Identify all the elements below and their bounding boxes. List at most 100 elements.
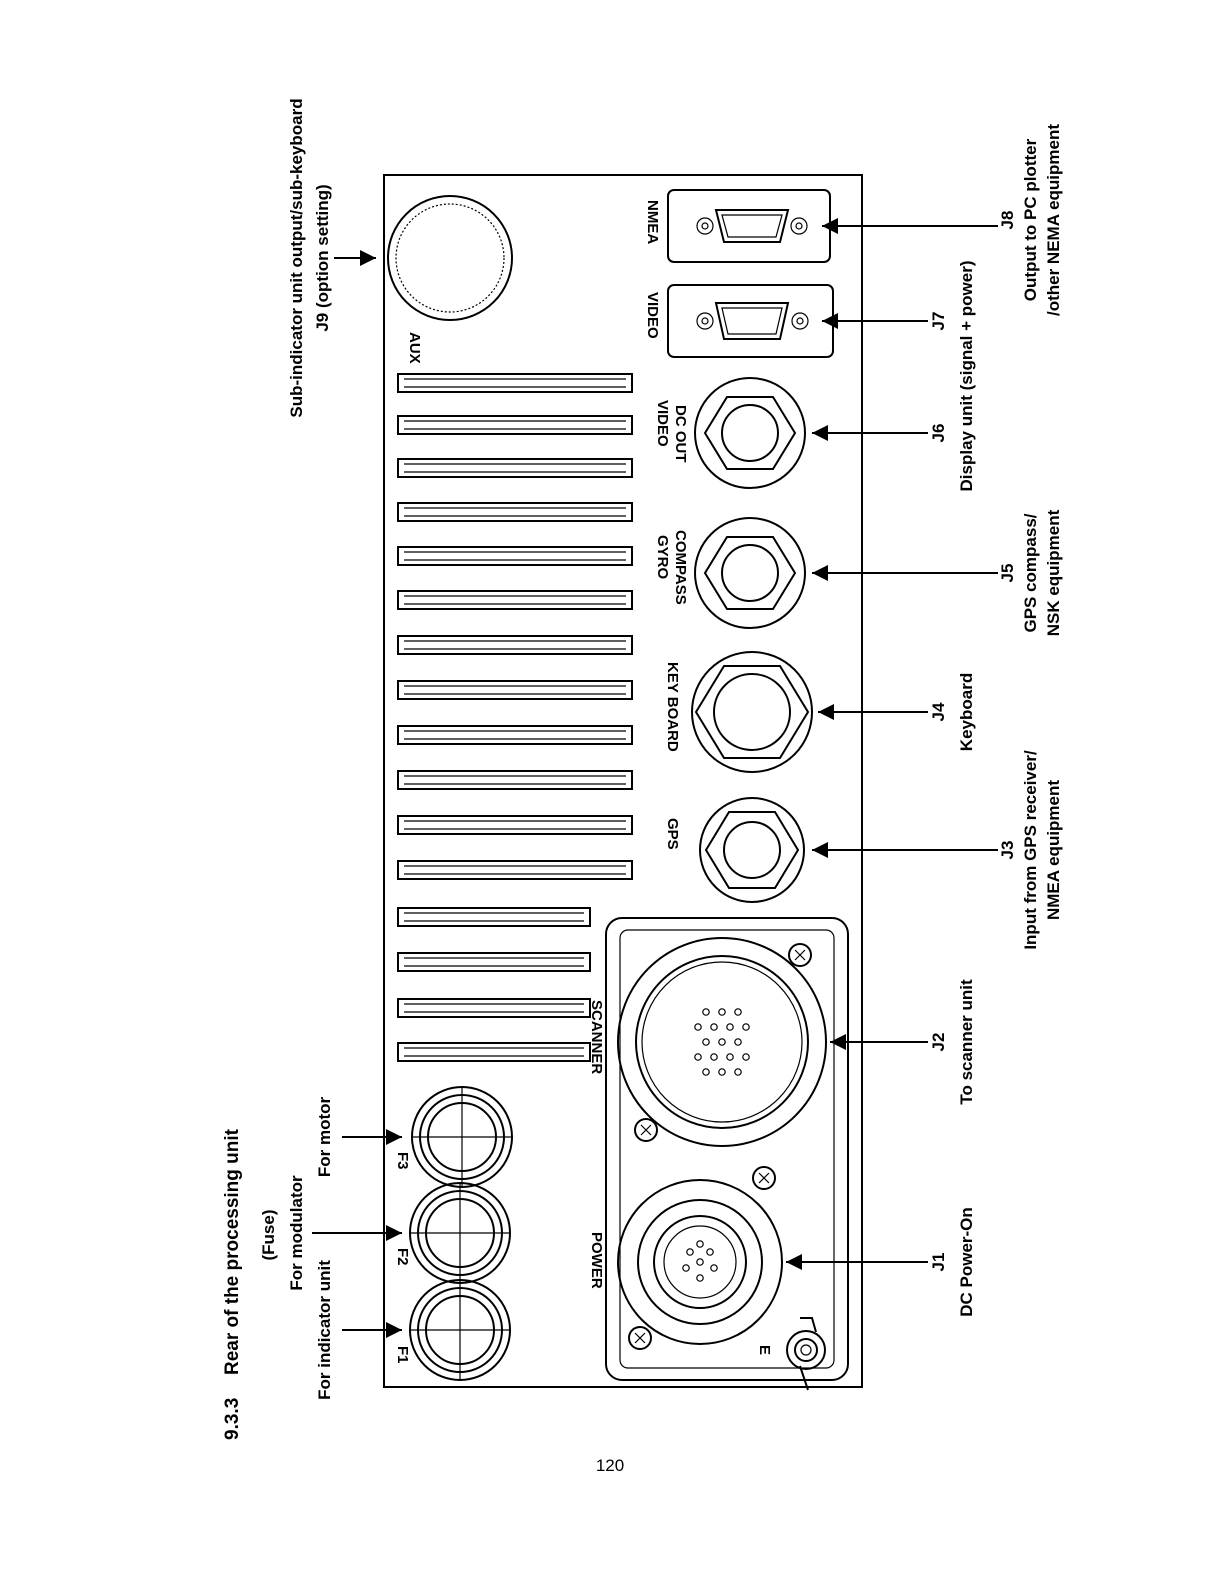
connector-pin [718,1068,726,1076]
scanner-connector [617,937,827,1147]
fuse-f1-label: F1 [394,1346,411,1364]
j1-desc: DC Power-On [957,1207,976,1317]
j5-desc-2: NSK equipment [1044,509,1063,636]
video-dc-out-label-1: VIDEO [654,400,671,447]
connector-pin [734,1008,742,1016]
connector-pin [702,1008,710,1016]
keyboard-connector [691,651,813,773]
video-connector [667,284,834,358]
gps-label: GPS [664,818,681,850]
j9-desc-1: Sub-indicator unit output/sub-keyboard [287,98,306,417]
vent-slot [397,815,633,835]
vent-slot [397,590,633,610]
fuse-f1-desc: For indicator unit [315,1260,334,1400]
earth-terminal [786,1317,826,1391]
connector-pin [742,1053,750,1061]
fuse-f3 [411,1086,513,1188]
vent-slot [397,952,591,972]
j9-desc-2: J9 (option setting) [313,184,332,331]
vent-slot [397,1042,591,1062]
j3-desc-2: NMEA equipment [1044,780,1063,920]
power-label: POWER [588,1232,605,1289]
connector-pin [702,1038,710,1046]
vent-slot [397,415,633,435]
connector-pin [702,1068,710,1076]
vent-slot [397,860,633,880]
vent-slot [397,998,591,1018]
connector-pin [706,1248,714,1256]
gps-connector [699,797,805,903]
scanner-power-panel [605,917,849,1381]
vent-slot [397,373,633,393]
aux-connector [387,195,513,321]
j8-desc-2: /other NEMA equipment [1044,124,1063,316]
processing-unit-panel [383,174,863,1388]
j4-id: J4 [929,702,948,721]
connector-pin [742,1023,750,1031]
video-dc-out-connector [694,377,806,489]
connector-pin [710,1053,718,1061]
vent-slot [397,458,633,478]
vent-slot [397,907,591,927]
j5-id: J5 [998,564,1017,583]
fuse-f2 [409,1182,511,1284]
screw-icons [628,943,812,1350]
connector-pin [710,1023,718,1031]
connector-pin [718,1038,726,1046]
video-label: VIDEO [644,292,661,339]
fuse-f1 [409,1279,511,1381]
nmea-connector [667,189,831,263]
j3-desc-1: Input from GPS receiver/ [1021,750,1040,950]
gyro-label-2: COMPASS [672,530,689,605]
fuse-f3-desc: For motor [315,1096,334,1177]
nmea-label: NMEA [644,200,661,244]
connector-pin [694,1023,702,1031]
connector-pin [734,1068,742,1076]
connector-pin [710,1264,718,1272]
earth-label: E [756,1345,773,1355]
j2-id: J2 [929,1033,948,1052]
j8-desc-1: Output to PC plotter [1021,138,1040,301]
vent-slot [397,635,633,655]
gyro-compass-connector [694,517,806,629]
section-number: 9.3.3 [222,1398,243,1440]
video-dc-out-label-2: DC OUT [672,405,689,463]
fuse-f2-label: F2 [394,1248,411,1266]
connector-pin [696,1258,704,1266]
vent-slot [397,725,633,745]
connector-pin [718,1008,726,1016]
vent-slot [397,502,633,522]
connector-pin [734,1038,742,1046]
j6-id: J6 [929,424,948,443]
connector-pin [726,1053,734,1061]
connector-pin [682,1264,690,1272]
connector-pin [694,1053,702,1061]
gyro-label-1: GYRO [654,535,671,580]
j6-desc: Display unit (signal + power) [957,261,976,492]
j4-desc: Keyboard [957,673,976,751]
section-title: Rear of the processing unit [222,1128,243,1375]
fuse-f3-label: F3 [394,1152,411,1170]
j2-desc: To scanner unit [957,979,976,1105]
j3-id: J3 [998,841,1017,860]
scanner-label: SCANNER [588,1000,605,1074]
power-connector [617,1179,783,1345]
page-number: 120 [595,1456,625,1475]
j5-desc-1: GPS compass/ [1021,513,1040,632]
j7-id: J7 [929,312,948,331]
vent-slot [397,680,633,700]
connector-pin [696,1274,704,1282]
vent-slot [397,770,633,790]
vent-slot [397,546,633,566]
aux-label: AUX [406,332,423,364]
connector-pin [696,1240,704,1248]
connector-pin [726,1023,734,1031]
keyboard-label: KEY BOARD [664,662,681,752]
fuse-f2-desc: For modulator [287,1175,306,1291]
j1-id: J1 [929,1253,948,1272]
ventilation-slots [397,373,633,1062]
connector-pin [686,1248,694,1256]
fuse-heading: (Fuse) [259,1210,278,1261]
j8-id: J8 [998,211,1017,230]
